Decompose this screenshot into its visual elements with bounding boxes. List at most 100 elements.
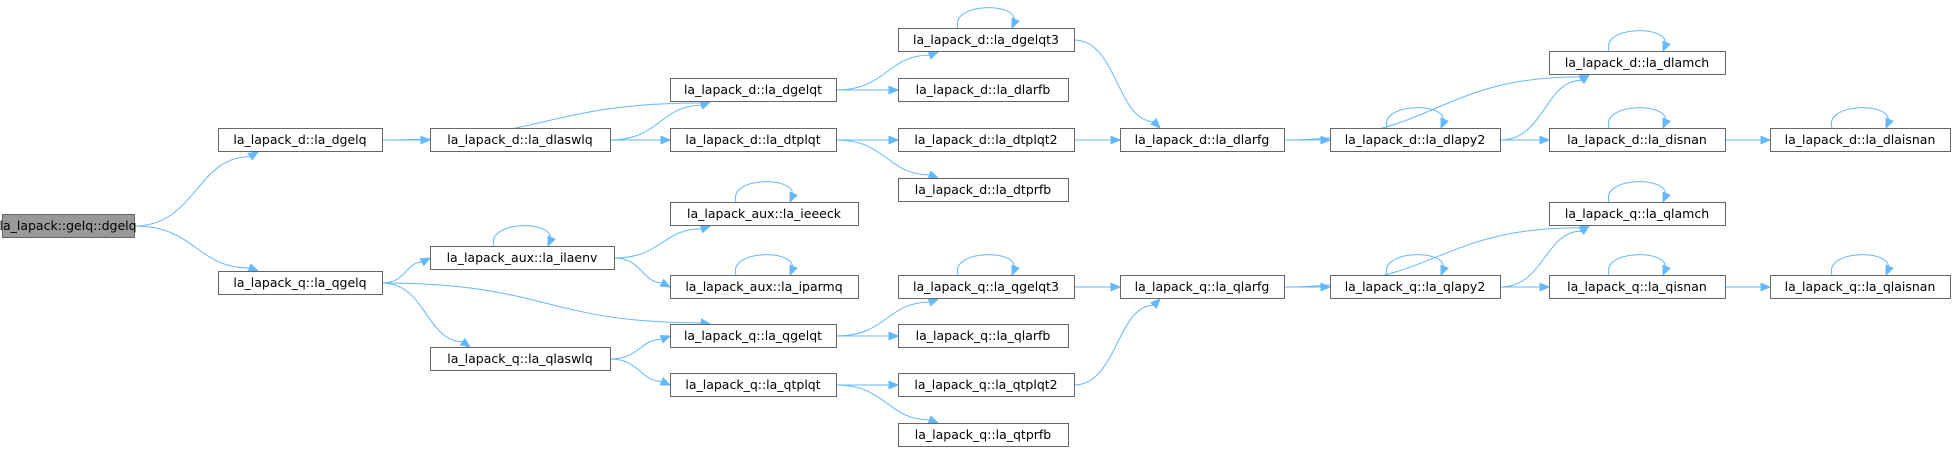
node-d-dlamch[interactable]: la_lapack_d::la_dlamch [1549,51,1726,75]
node-q-qisnan[interactable]: la_lapack_q::la_qisnan [1549,275,1726,299]
node-box [670,275,859,299]
node-box [670,128,837,152]
call-edge-q_qlarfg-to-q_qlapy2 [1284,282,1332,292]
node-box [1549,202,1726,226]
node-d-dlaisnan[interactable]: la_lapack_d::la_dlaisnan [1770,128,1951,152]
call-edge-d_dgelqt-to-d_dlarfb [836,85,900,95]
node-q-qlapy2[interactable]: la_lapack_q::la_qlapy2 [1330,275,1501,299]
node-q-qgelqt3[interactable]: la_lapack_q::la_qgelqt3 [898,275,1075,299]
node-label: la_lapack_d::la_dlamch [1565,55,1709,70]
node-d-dlarfg[interactable]: la_lapack_d::la_dlarfg [1120,128,1285,152]
node-dgelq[interactable]: la_lapack::gelq::dgelq [0,214,137,238]
call-edge-q_qlaswlq-to-q_qgelqt [609,335,672,360]
node-label: la_lapack_q::la_qlaisnan [1785,279,1936,294]
call-edge-aux_ilaenv-to-aux_ieeeck [613,224,712,259]
node-box [1770,128,1951,152]
node-label: la_lapack_d::la_dtplqt2 [914,132,1057,147]
node-q-qtplqt[interactable]: la_lapack_q::la_qtplqt [670,373,837,397]
node-label: la_lapack_q::la_qtplqt2 [914,377,1057,392]
node-box [898,324,1069,348]
node-label: la_lapack_q::la_qlarfb [916,328,1051,343]
node-box [1120,128,1285,152]
node-box [1549,275,1726,299]
node-d-dtprfb[interactable]: la_lapack_d::la_dtprfb [898,178,1069,202]
node-box [670,78,837,102]
node-q-qlamch[interactable]: la_lapack_q::la_qlamch [1549,202,1726,226]
node-d-dtplqt2[interactable]: la_lapack_d::la_dtplqt2 [898,128,1075,152]
node-q-qlarfb[interactable]: la_lapack_q::la_qlarfb [898,324,1069,348]
node-label: la_lapack_q::la_qisnan [1567,279,1707,294]
node-box [430,128,611,152]
node-label: la_lapack_d::la_dlarfb [916,82,1051,97]
node-box [430,246,615,270]
call-edge-dgelq-to-d_dgelq [133,151,260,227]
call-edge-dgelq-to-q_qgelq [133,225,260,273]
node-label: la_lapack_d::la_dgelq [233,132,366,147]
node-label: la_lapack_q::la_qlarfg [1135,279,1270,294]
call-edge-d_dtplqt2-to-d_dlarfg [1074,135,1122,145]
node-label: la_lapack_q::la_qgelq [233,275,366,290]
node-box [898,178,1069,202]
call-edge-q_qgelq-to-aux_ilaenv [381,257,432,284]
node-label: la_lapack_aux::la_ilaenv [447,250,598,265]
node-aux-ilaenv[interactable]: la_lapack_aux::la_ilaenv [430,246,615,270]
call-edge-d_dlapy2-to-d_dlamch [1499,74,1591,141]
call-edge-q_qgelqt3-to-q_qgelqt3 [957,254,1020,277]
call-edge-d_dgelqt3-to-d_dgelqt3 [957,7,1020,30]
call-edge-q_qisnan-to-q_qisnan [1608,254,1671,277]
call-edge-d_dlapy2-to-d_disnan [1500,135,1551,145]
node-aux-iparmq[interactable]: la_lapack_aux::la_iparmq [670,275,859,299]
node-d-dgelqt[interactable]: la_lapack_d::la_dgelqt [670,78,837,102]
node-q-qlarfg[interactable]: la_lapack_q::la_qlarfg [1120,275,1285,299]
node-box [1330,275,1501,299]
node-label: la_lapack_q::la_qtplqt [685,377,820,392]
node-label: la_lapack_d::la_dlaswlq [447,132,592,147]
call-edge-q_qisnan-to-q_qlaisnan [1725,282,1772,292]
node-d-disnan[interactable]: la_lapack_d::la_disnan [1549,128,1726,152]
node-label: la_lapack_aux::la_ieeeck [687,206,842,221]
node-d-dlaswlq[interactable]: la_lapack_d::la_dlaswlq [430,128,611,152]
call-edge-d_dgelqt3-to-d_dlarfg [1073,39,1161,129]
node-label: la_lapack_q::la_qgelqt [684,328,822,343]
node-label: la_lapack_d::la_dlapy2 [1345,132,1486,147]
call-edge-aux_iparmq-to-aux_iparmq [735,254,798,277]
node-box [1770,275,1951,299]
call-edge-q_qgelqt-to-q_qlarfb [836,331,900,341]
node-d-dgelq[interactable]: la_lapack_d::la_dgelq [218,128,383,152]
node-q-qtplqt2[interactable]: la_lapack_q::la_qtplqt2 [898,373,1075,397]
node-label: la_lapack_d::la_dgelqt3 [913,32,1059,47]
node-q-qgelqt[interactable]: la_lapack_q::la_qgelqt [670,324,837,348]
node-q-qlaisnan[interactable]: la_lapack_q::la_qlaisnan [1770,275,1951,299]
node-d-dtplqt[interactable]: la_lapack_d::la_dtplqt [670,128,837,152]
node-label: la_lapack_d::la_dgelqt [684,82,822,97]
node-box [898,373,1075,397]
call-edge-d_dlaisnan-to-d_dlaisnan [1831,107,1894,130]
node-box [218,128,383,152]
node-q-qgelq[interactable]: la_lapack_q::la_qgelq [218,271,383,295]
node-box [430,347,611,371]
function-nodes: la_lapack::gelq::dgelq la_lapack_d::la_dg… [0,28,1951,447]
node-q-qlaswlq[interactable]: la_lapack_q::la_qlaswlq [430,347,611,371]
call-edge-q_qlapy2-to-q_qlamch [1499,225,1591,288]
node-d-dlarfb[interactable]: la_lapack_d::la_dlarfb [898,78,1069,102]
node-label: la_lapack_q::la_qlamch [1565,206,1709,221]
node-box [898,78,1069,102]
call-edge-d_disnan-to-d_disnan [1608,107,1671,130]
node-box [1549,51,1726,75]
call-edge-q_qgelq-to-q_qlaswlq [381,282,472,348]
node-box [898,275,1075,299]
call-edge-q_qlaisnan-to-q_qlaisnan [1831,254,1894,277]
node-d-dlapy2[interactable]: la_lapack_d::la_dlapy2 [1330,128,1501,152]
call-edge-aux_ilaenv-to-aux_ilaenv [493,225,556,248]
node-label: la_lapack_q::la_qgelqt3 [913,279,1059,294]
call-edge-q_qtplqt2-to-q_qlarfg [1073,298,1161,386]
call-edge-q_qlamch-to-q_qlamch [1608,181,1671,204]
node-label: la_lapack_d::la_dlaisnan [1785,132,1936,147]
node-label: la_lapack_aux::la_iparmq [685,279,842,294]
node-d-dgelqt3[interactable]: la_lapack_d::la_dgelqt3 [898,28,1075,52]
node-label: la_lapack_q::la_qlapy2 [1345,279,1486,294]
node-q-qtprfb[interactable]: la_lapack_q::la_qtprfb [898,423,1069,447]
node-aux-ieeeck[interactable]: la_lapack_aux::la_ieeeck [670,202,859,226]
node-box [218,271,383,295]
